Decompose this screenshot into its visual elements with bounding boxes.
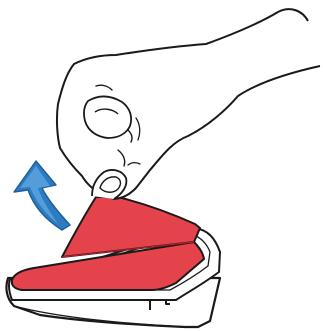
hand-peeling-icon	[57, 9, 320, 199]
curved-up-arrow-icon	[14, 161, 70, 230]
arrow-body	[14, 161, 70, 230]
thumb-outline	[84, 97, 131, 138]
